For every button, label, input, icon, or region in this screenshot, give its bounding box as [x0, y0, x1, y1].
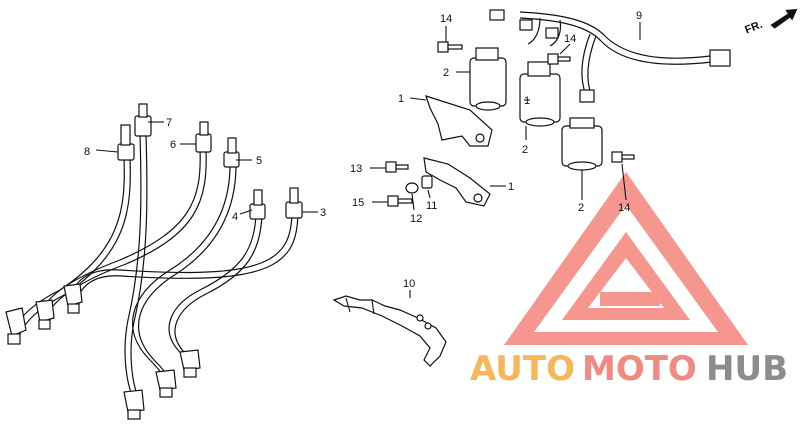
wire-terminal-4	[249, 189, 266, 220]
watermark-hub: HUB	[706, 349, 788, 389]
plug-boot-bottom-3	[179, 349, 201, 378]
coil-bracket-upper	[425, 95, 493, 147]
callout-14-right: 14	[618, 202, 630, 214]
callout-2-right: 2	[578, 202, 584, 214]
callout-labels: 1 1 1 2 2 2 3 4 5 6 7 8 9 10 11 12 13 14…	[84, 10, 642, 290]
bolt-part-14-top	[437, 41, 463, 53]
callout-4: 4	[232, 211, 238, 223]
bracket-part-10	[332, 295, 447, 367]
callout-1-upper: 1	[398, 93, 404, 105]
callout-2-middle: 2	[522, 144, 528, 156]
callout-7: 7	[166, 117, 172, 129]
front-arrow-icon	[770, 9, 798, 29]
plug-boot-left-3	[63, 283, 83, 314]
wire-harness-part-9	[489, 9, 731, 103]
callout-10: 10	[403, 278, 415, 290]
callout-6: 6	[170, 139, 176, 151]
callout-2-top: 2	[443, 67, 449, 79]
plug-boot-bottom-1	[123, 389, 145, 420]
plug-boot-bottom-2	[155, 369, 177, 398]
callout-14-middle: 14	[564, 33, 576, 45]
nut-part-11	[421, 175, 433, 189]
callout-11: 11	[426, 200, 437, 212]
watermark-moto: MOTO	[582, 349, 697, 389]
wire-terminal-6	[195, 121, 212, 153]
watermark-text: AUTO MOTO HUB	[470, 349, 788, 389]
callout-13: 13	[350, 163, 362, 175]
callout-12: 12	[410, 213, 422, 225]
plug-boot-left	[5, 307, 27, 345]
ignition-coil-right	[561, 117, 603, 171]
washer-part-12	[405, 182, 419, 194]
watermark-auto: AUTO	[470, 349, 575, 389]
callout-1-lower: 1	[508, 181, 514, 193]
coil-bracket-lower	[423, 157, 491, 207]
front-direction-indicator: FR.	[743, 9, 798, 36]
callout-3: 3	[320, 207, 326, 219]
ignition-coil-top	[469, 47, 507, 111]
wire-terminal-8	[117, 124, 135, 161]
callout-5: 5	[256, 155, 262, 167]
callout-1-middle: 1	[524, 95, 530, 107]
front-direction-label: FR.	[743, 19, 764, 37]
bolt-part-15	[387, 195, 413, 207]
wire-terminal-7	[134, 103, 152, 137]
callout-14-top: 14	[440, 13, 452, 25]
callout-15: 15	[352, 197, 364, 209]
wire-terminal-5	[223, 137, 240, 168]
bolt-part-14-mid	[547, 53, 571, 65]
screw-part-13	[385, 161, 409, 173]
leader-lines	[95, 22, 641, 298]
bolt-part-14-right	[611, 151, 635, 163]
callout-9: 9	[636, 10, 642, 22]
spark-plug-wire-set	[5, 103, 303, 420]
ignition-coil-middle	[519, 61, 561, 127]
plug-boot-left-2	[35, 299, 55, 330]
wire-terminal-3	[285, 187, 303, 219]
callout-8: 8	[84, 146, 90, 158]
watermark-logo-icon	[504, 172, 748, 345]
